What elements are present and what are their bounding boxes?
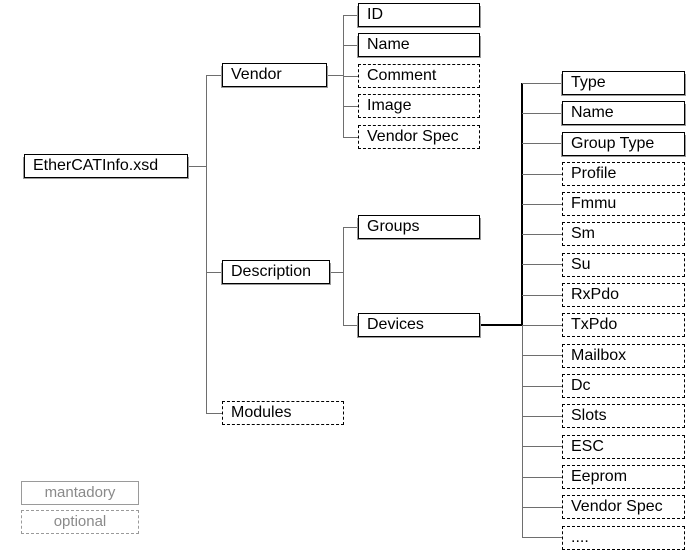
node-vendor-image[interactable]: Image — [358, 94, 480, 118]
edge-device-child-12 — [522, 446, 562, 447]
edge-device-child-4 — [522, 204, 562, 205]
node-vendor-vendor-spec[interactable]: Vendor Spec — [358, 125, 480, 149]
node-groups[interactable]: Groups — [358, 215, 480, 239]
node-device-esc[interactable]: ESC — [562, 435, 685, 459]
node-device-profile[interactable]: Profile — [562, 162, 685, 186]
edge-description-child-groups — [343, 227, 359, 228]
node-vendor[interactable]: Vendor — [222, 63, 327, 87]
legend-optional: optional — [21, 510, 139, 534]
node-vendor-name[interactable]: Name — [358, 33, 480, 57]
edge-trunk-to-modules — [206, 413, 223, 414]
edge-device-child-5 — [522, 234, 562, 235]
node-device-eeprom[interactable]: Eeprom — [562, 465, 685, 489]
edge-vendor-stub — [327, 75, 344, 76]
edge-device-child-13 — [522, 477, 562, 478]
node-device-sm[interactable]: Sm — [562, 222, 685, 246]
edge-device-child-3 — [522, 174, 562, 175]
edge-vendor-child-0 — [343, 15, 359, 16]
edge-device-child-2 — [522, 143, 562, 144]
node-device-name[interactable]: Name — [562, 101, 685, 125]
edge-device-child-9 — [522, 355, 562, 356]
node-device-rxpdo[interactable]: RxPdo — [562, 283, 685, 307]
edge-device-child-8 — [522, 325, 562, 326]
node-device-fmmu[interactable]: Fmmu — [562, 192, 685, 216]
edge-trunk-to-description — [206, 272, 223, 273]
edge-device-child-11 — [522, 416, 562, 417]
edge-devices-stub — [480, 324, 523, 326]
node-device-more[interactable]: .... — [562, 526, 685, 550]
node-device-slots[interactable]: Slots — [562, 404, 685, 428]
edge-description-children-trunk — [343, 227, 344, 326]
edge-devices-children-trunk-lower — [522, 325, 523, 537]
edge-trunk-to-vendor — [206, 75, 223, 76]
node-device-type[interactable]: Type — [562, 71, 685, 95]
edge-device-child-14 — [522, 507, 562, 508]
edge-root-stub — [188, 166, 206, 167]
node-device-su[interactable]: Su — [562, 253, 685, 277]
edge-main-trunk — [206, 75, 207, 413]
node-vendor-comment[interactable]: Comment — [358, 64, 480, 88]
edge-device-child-1 — [522, 113, 562, 114]
node-vendor-id[interactable]: ID — [358, 3, 480, 27]
node-device-txpdo[interactable]: TxPdo — [562, 313, 685, 337]
node-device-dc[interactable]: Dc — [562, 374, 685, 398]
legend-mandatory: mantadory — [21, 481, 139, 505]
node-root-ethercatinfo-xsd[interactable]: EtherCATInfo.xsd — [24, 154, 188, 178]
edge-device-child-6 — [522, 264, 562, 265]
edge-vendor-child-1 — [343, 45, 359, 46]
node-devices[interactable]: Devices — [358, 313, 480, 337]
node-description[interactable]: Description — [222, 260, 330, 284]
node-modules[interactable]: Modules — [222, 401, 344, 425]
edge-vendor-child-3 — [343, 106, 359, 107]
node-device-vendor-spec[interactable]: Vendor Spec — [562, 495, 685, 519]
edge-description-stub — [330, 272, 344, 273]
edge-vendor-child-2 — [343, 76, 359, 77]
node-device-group-type[interactable]: Group Type — [562, 132, 685, 156]
edge-device-child-10 — [522, 386, 562, 387]
edge-device-child-7 — [522, 295, 562, 296]
node-device-mailbox[interactable]: Mailbox — [562, 344, 685, 368]
edge-vendor-child-4 — [343, 137, 359, 138]
edge-description-child-devices — [343, 325, 359, 326]
edge-device-child-0 — [522, 83, 562, 84]
edge-device-child-15 — [522, 537, 562, 538]
